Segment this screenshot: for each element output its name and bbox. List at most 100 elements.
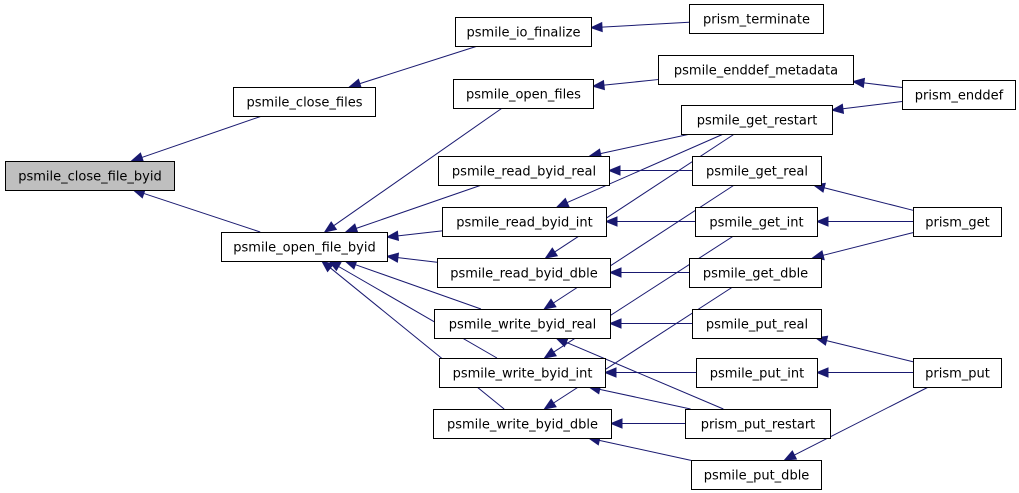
arrowhead [607, 165, 621, 176]
arrowhead [608, 318, 622, 329]
node-box[interactable] [434, 309, 611, 339]
node-psmile-put-dble[interactable]: psmile_put_dble [691, 460, 822, 490]
node-label: psmile_get_dble [703, 267, 808, 282]
node-box[interactable] [689, 258, 822, 288]
node-box[interactable] [455, 17, 592, 47]
call-edge [143, 192, 261, 233]
node-label: psmile_close_file_byid [18, 170, 162, 185]
node-box[interactable] [913, 207, 1002, 237]
node-box[interactable] [221, 232, 388, 262]
node-box[interactable] [439, 358, 606, 388]
call-edge [554, 133, 735, 253]
arrowhead [609, 418, 623, 429]
call-edge [355, 264, 482, 310]
arrowhead [320, 260, 335, 273]
node-psmile-read-byid-int[interactable]: psmile_read_byid_int [442, 207, 607, 237]
arrowhead [344, 223, 359, 234]
arrowhead [608, 267, 622, 278]
node-box[interactable] [696, 358, 818, 388]
node-psmile-read-byid-real[interactable]: psmile_read_byid_real [438, 156, 610, 186]
node-prism-put[interactable]: prism_put [913, 358, 1002, 388]
call-edge [566, 133, 724, 204]
call-edge [338, 266, 498, 359]
arrowhead [830, 103, 845, 114]
node-box[interactable] [433, 409, 612, 439]
node-label: psmile_write_byid_real [449, 318, 597, 333]
node-prism-enddef[interactable]: prism_enddef [902, 80, 1016, 110]
arrowhead [815, 216, 829, 227]
node-psmile-put-real[interactable]: psmile_put_real [692, 309, 822, 339]
node-psmile-read-byid-dble[interactable]: psmile_read_byid_dble [437, 258, 611, 288]
node-psmile-get-restart[interactable]: psmile_get_restart [681, 105, 833, 135]
arrowhead [851, 77, 866, 89]
node-label: psmile_io_finalize [467, 26, 581, 41]
node-psmile-close-file-byid[interactable]: psmile_close_file_byid [5, 161, 175, 191]
node-box[interactable] [685, 409, 831, 439]
node-label: prism_get [925, 216, 990, 231]
call-edge [863, 82, 903, 89]
node-psmile-put-int[interactable]: psmile_put_int [696, 358, 818, 388]
node-psmile-get-dble[interactable]: psmile_get_dble [689, 258, 822, 288]
node-psmile-write-byid-int[interactable]: psmile_write_byid_int [439, 358, 606, 388]
node-box[interactable] [692, 309, 822, 339]
node-box[interactable] [437, 258, 611, 288]
node-label: psmile_put_real [706, 318, 808, 333]
call-edge [842, 100, 903, 110]
node-box[interactable] [689, 4, 824, 34]
node-psmile-close-files[interactable]: psmile_close_files [233, 87, 376, 117]
node-box[interactable] [5, 161, 175, 191]
node-box[interactable] [442, 207, 607, 237]
node-label: psmile_put_dble [704, 469, 810, 484]
node-psmile-get-int[interactable]: psmile_get_int [695, 207, 818, 237]
call-edge [359, 45, 478, 85]
node-box[interactable] [913, 358, 1002, 388]
arrowhead [589, 21, 603, 33]
node-label: psmile_get_real [706, 165, 808, 180]
node-box[interactable] [233, 87, 376, 117]
node-label: psmile_write_byid_dble [447, 418, 598, 433]
node-psmile-open-files[interactable]: psmile_open_files [453, 79, 594, 109]
node-label: psmile_get_int [709, 216, 803, 231]
node-box[interactable] [438, 156, 610, 186]
arrowhead [604, 216, 618, 227]
call-edge [397, 230, 443, 237]
call-edge [599, 388, 691, 410]
call-edge [356, 184, 482, 229]
call-edge [566, 341, 724, 410]
arrowhead [323, 221, 338, 233]
node-prism-terminate[interactable]: prism_terminate [689, 4, 824, 34]
node-label: psmile_read_byid_int [456, 216, 592, 231]
node-psmile-write-byid-dble[interactable]: psmile_write_byid_dble [433, 409, 612, 439]
node-label: prism_enddef [915, 89, 1004, 104]
call-edge [330, 267, 505, 410]
node-prism-put-restart[interactable]: prism_put_restart [685, 409, 831, 439]
node-box[interactable] [691, 460, 822, 490]
node-psmile-get-real[interactable]: psmile_get_real [692, 156, 822, 186]
node-prism-get[interactable]: prism_get [913, 207, 1002, 237]
node-psmile-write-byid-real[interactable]: psmile_write_byid_real [434, 309, 611, 339]
node-psmile-enddef-metadata[interactable]: psmile_enddef_metadata [658, 55, 854, 85]
arrowhead [385, 230, 400, 241]
node-label: psmile_get_restart [697, 114, 818, 129]
node-label: psmile_close_files [247, 96, 363, 111]
node-box[interactable] [681, 105, 833, 135]
arrowhead [603, 367, 617, 378]
arrowhead [555, 197, 570, 208]
node-psmile-open-file-byid[interactable]: psmile_open_file_byid [221, 232, 388, 262]
arrowhead [591, 79, 605, 91]
call-edge [822, 232, 914, 256]
node-psmile-io-finalize[interactable]: psmile_io_finalize [455, 17, 592, 47]
node-label: psmile_write_byid_int [453, 367, 593, 382]
call-edge [601, 21, 690, 28]
call-edge [599, 439, 692, 461]
call-edge [794, 386, 929, 456]
arrowhead [543, 398, 557, 410]
call-edge [141, 115, 263, 158]
node-box[interactable] [902, 80, 1016, 110]
node-label: psmile_read_byid_dble [450, 267, 598, 282]
node-box[interactable] [453, 79, 594, 109]
node-box[interactable] [658, 55, 854, 85]
node-box[interactable] [692, 156, 822, 186]
node-box[interactable] [695, 207, 818, 237]
